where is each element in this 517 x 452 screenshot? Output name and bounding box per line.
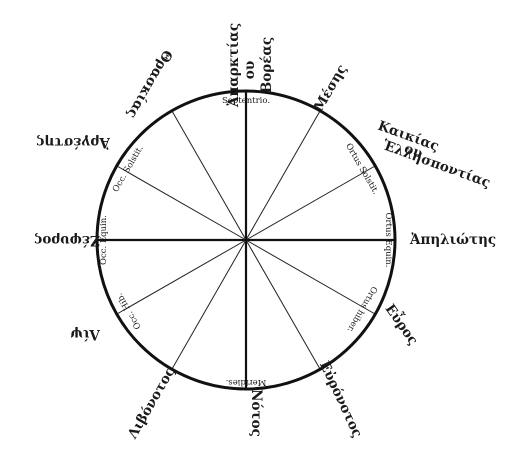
outer-label-east: Ἀπηλιώτης <box>409 232 496 248</box>
outer-label-ene: Καικίας ου Ἑλλησποντίας <box>376 118 493 191</box>
inner-label-north: Septentrio. <box>222 96 270 106</box>
outer-label-west: Ζέφυρος <box>34 232 100 248</box>
outer-label-wnw: Ἀργέστης <box>36 134 111 150</box>
spoke-sse <box>245 239 321 370</box>
inner-label-west: Occ. Equin. <box>99 215 109 265</box>
inner-label-wsw: Occ. Hib. <box>115 291 144 331</box>
outer-label-north-line-1: Ἀπαρκτίας <box>226 23 242 108</box>
outer-label-sse: Εὐρόνοτος <box>316 359 365 440</box>
spoke-nne <box>245 110 321 241</box>
spoke-nnw <box>171 110 247 241</box>
outer-label-north-line-2: ου <box>242 61 258 79</box>
outer-label-ese: Εὖρος <box>382 301 422 348</box>
spoke-ene <box>245 165 376 241</box>
inner-label-ese: Ortus hiber. <box>345 284 379 334</box>
wind-rose-circle <box>95 89 397 391</box>
outer-label-wsw: Λίψ <box>70 326 101 342</box>
outer-label-south: Νότος <box>248 389 264 437</box>
outer-label-ssw: Λιβόνοτος <box>124 365 178 443</box>
wind-rose-spokes <box>116 110 376 370</box>
outer-label-nne: Μέσης <box>311 62 350 114</box>
outer-label-ene-line-2: ου <box>402 141 425 162</box>
spoke-ssw <box>171 239 247 370</box>
inner-label-south: Meridies. <box>226 377 267 387</box>
outer-label-north: Ἀπαρκτίας ου Βορέας <box>226 23 275 108</box>
spoke-wnw <box>116 165 247 241</box>
center-point <box>244 238 248 242</box>
spoke-wsw <box>116 239 247 315</box>
outer-label-north-line-3: Βορέας <box>259 37 275 93</box>
inner-label-east: Ortus Equin. <box>383 212 393 267</box>
outer-label-nnw: Θρασκίας <box>123 47 175 121</box>
spoke-ese <box>245 239 376 315</box>
inner-label-ene: Ortus Solstit. <box>343 142 380 197</box>
